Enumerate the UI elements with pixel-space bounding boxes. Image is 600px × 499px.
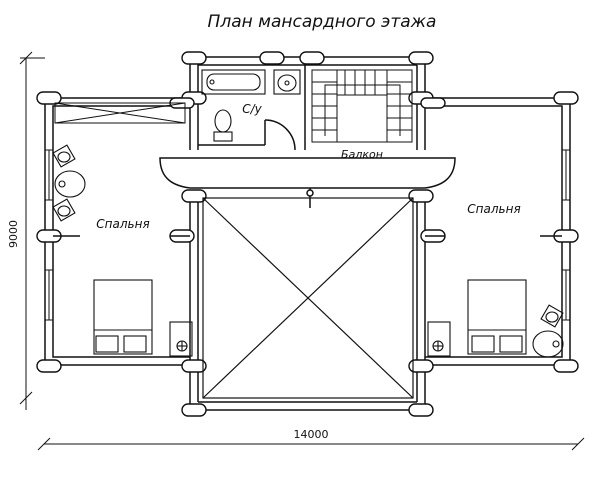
dimension-horizontal bbox=[37, 437, 585, 451]
nightstand-right-icon bbox=[427, 321, 451, 357]
bathtub-icon bbox=[201, 69, 266, 95]
toilet-icon bbox=[213, 109, 233, 142]
bed-right-icon bbox=[467, 279, 527, 355]
room-label-balcony: Балкон bbox=[341, 148, 383, 161]
windows bbox=[45, 102, 570, 321]
armchair-left-bottom-icon bbox=[52, 198, 76, 222]
dimension-vertical bbox=[19, 51, 45, 410]
outer-walls bbox=[44, 56, 571, 411]
bed-left-icon bbox=[93, 279, 153, 355]
room-label-bedroom-right: Спальня bbox=[467, 202, 520, 216]
room-label-bathroom: С/у bbox=[242, 102, 262, 116]
dimension-width-label: 14000 bbox=[294, 428, 329, 441]
armchair-left-top-icon bbox=[52, 144, 76, 168]
plan-title: План мансардного этажа bbox=[208, 12, 437, 32]
sink-icon bbox=[273, 69, 301, 95]
room-label-bedroom-left: Спальня bbox=[96, 217, 149, 231]
right-bedroom-furniture bbox=[427, 279, 564, 358]
left-bedroom-furniture bbox=[52, 144, 193, 357]
staircase bbox=[311, 69, 413, 143]
atrium-void bbox=[202, 197, 414, 399]
nightstand-left-icon bbox=[169, 321, 193, 357]
dimension-height-label: 9000 bbox=[7, 220, 20, 248]
log-wall-caps bbox=[36, 51, 579, 417]
table-right-icon bbox=[532, 330, 564, 358]
table-left-icon bbox=[54, 170, 86, 198]
armchair-right-icon bbox=[540, 304, 564, 328]
partitions bbox=[53, 65, 562, 237]
